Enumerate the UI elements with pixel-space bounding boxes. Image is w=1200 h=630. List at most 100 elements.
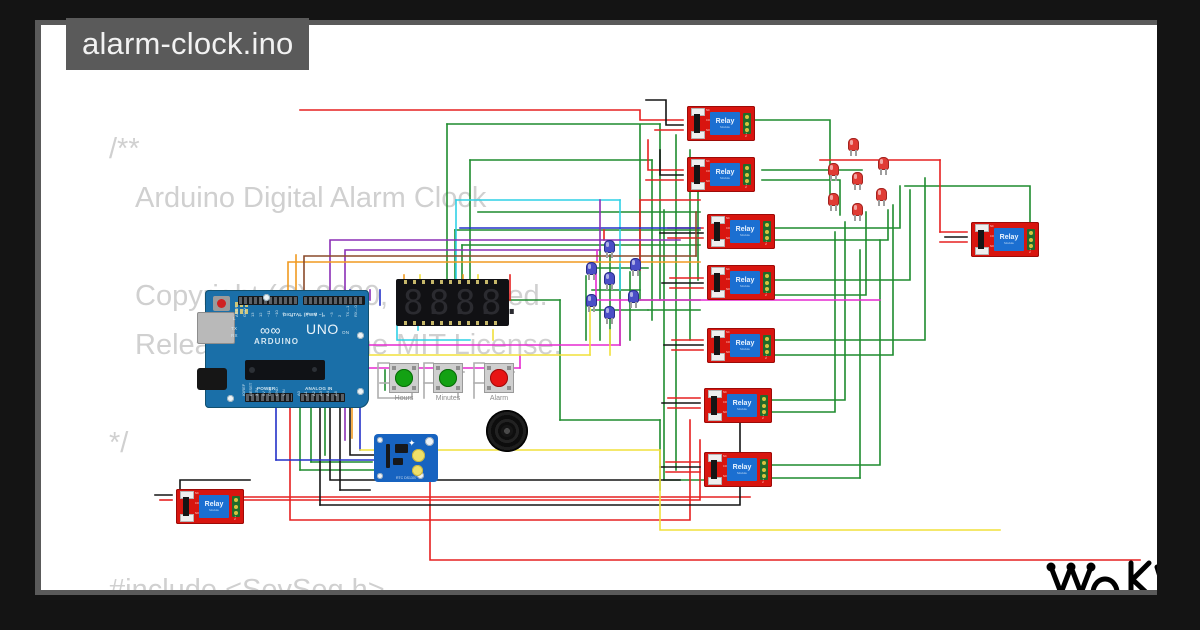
relay-pin-block[interactable] [694, 165, 700, 184]
blue-led[interactable] [628, 290, 639, 308]
blue-led[interactable] [604, 272, 615, 290]
mount-hole-2 [357, 332, 364, 339]
pin-label: ~6 [305, 312, 311, 317]
reset-button[interactable] [213, 296, 230, 311]
relay-module[interactable]: NCCOMNORelayModuleS + - [704, 452, 772, 487]
relay-screw-terminal-1 [691, 159, 705, 167]
blue-led[interactable] [604, 306, 615, 324]
pin-label: 5V [260, 391, 266, 396]
relay-pin-block[interactable] [711, 396, 717, 415]
board-model-label: UNO [306, 321, 339, 337]
hours-button[interactable] [389, 363, 419, 393]
wokwi-logo-svg [1046, 560, 1157, 590]
relay-module[interactable]: NCCOMNORelayModuleS + - [707, 265, 775, 300]
relay-control-header[interactable] [760, 395, 768, 416]
arduino-uno-board[interactable]: ∞∞ UNO ARDUINO L TX RX ON DIGITAL (PWM ~… [197, 290, 369, 408]
relay-pin-block[interactable] [714, 273, 720, 292]
buzzer[interactable] [486, 410, 528, 452]
pin-label: 3.3V [254, 387, 260, 396]
relay-control-header[interactable] [763, 272, 771, 293]
relay-control-header[interactable] [743, 164, 751, 185]
pin-label: TX→1 [344, 305, 350, 317]
relay-control-header[interactable] [763, 221, 771, 242]
pin-label: A5 [332, 391, 338, 396]
relay-screw-terminal-1 [711, 267, 725, 275]
seven-segment-display[interactable]: 8. 8. 8. 8. [396, 279, 522, 326]
mount-hole-3 [227, 395, 234, 402]
red-led[interactable] [876, 188, 887, 206]
red-led[interactable] [878, 157, 889, 175]
hours-button-label: Hours [394, 395, 414, 402]
pin-label: A0 [296, 391, 301, 396]
rtc-pin-header[interactable] [386, 444, 390, 468]
pin-label: IOREF [241, 383, 246, 396]
relay-module[interactable]: NCCOMNORelayModuleS + - [971, 222, 1039, 257]
pin-label: A3 [317, 391, 323, 396]
pin-label: ~11 [265, 310, 271, 318]
alarm-button-label: Alarm [489, 395, 509, 402]
red-led[interactable] [828, 193, 839, 211]
wokwi-logo [1045, 553, 1157, 590]
relay-pin-block[interactable] [183, 497, 189, 516]
relay-module[interactable]: NCCOMNORelayModuleS + - [687, 157, 755, 192]
blue-led[interactable] [630, 258, 641, 276]
analog-header[interactable] [300, 393, 345, 402]
blue-led[interactable] [586, 294, 597, 312]
relay-module[interactable]: NCCOMNORelayModuleS + - [704, 388, 772, 423]
red-led[interactable] [852, 203, 863, 221]
relay-module[interactable]: NCCOMNORelayModuleS + - [687, 106, 755, 141]
minutes-button[interactable] [433, 363, 463, 393]
red-led[interactable] [828, 163, 839, 181]
blue-led[interactable] [586, 262, 597, 280]
relay-pin-block[interactable] [714, 336, 720, 355]
relay-control-header[interactable] [763, 335, 771, 356]
power-header[interactable] [245, 393, 293, 402]
red-led[interactable] [852, 172, 863, 190]
relay-module[interactable]: NCCOMNORelayModuleS + - [707, 214, 775, 249]
relay-control-header[interactable] [232, 496, 240, 517]
relay-module[interactable]: NCCOMNORelayModuleS + - [176, 489, 244, 524]
rtc-module[interactable]: ✦ RTC DS1307 [374, 434, 438, 482]
red-led[interactable] [848, 138, 859, 156]
file-tab[interactable]: alarm-clock.ino [66, 18, 310, 70]
usb-port [197, 312, 235, 344]
blue-led[interactable] [604, 240, 615, 258]
atmega-chip [245, 360, 325, 380]
mount-hole-1 [263, 294, 270, 301]
relay-module[interactable]: NCCOMNORelayModuleS + - [707, 328, 775, 363]
relay-screw-terminal-1 [708, 390, 722, 398]
pin-label: ~3 [328, 312, 334, 317]
diagram-canvas[interactable]: /**Arduino Digital Alarm Clock Copyright… [41, 25, 1157, 590]
alarm-button[interactable] [484, 363, 514, 393]
relay-control-header[interactable] [1027, 229, 1035, 250]
digital-header-right[interactable] [303, 296, 365, 305]
wiring-svg [154, 99, 1141, 561]
relay-screw-terminal-2 [691, 182, 705, 190]
relay-pin-block[interactable] [694, 114, 700, 133]
relay-control-header[interactable] [743, 113, 751, 134]
relay-pin-block[interactable] [978, 230, 984, 249]
pin-label: GND [241, 308, 247, 317]
relay-screw-terminal-1 [711, 330, 725, 338]
pin-label: 7 [297, 314, 303, 317]
pin-label: AREF [234, 306, 239, 317]
pin-label: A4 [325, 391, 331, 396]
display-digit-3: 8. [455, 282, 496, 323]
rtc-coin-cell-2 [412, 465, 423, 476]
pin-label: A2 [310, 391, 316, 396]
relay-control-header[interactable] [760, 459, 768, 480]
relay-pin-block[interactable] [714, 222, 720, 241]
relay-screw-terminal-2 [711, 353, 725, 361]
status-leds-2 [235, 309, 248, 314]
display-digit-1: 8. [403, 282, 444, 323]
relay-pin-block[interactable] [711, 460, 717, 479]
relay-screw-terminal-1 [711, 216, 725, 224]
